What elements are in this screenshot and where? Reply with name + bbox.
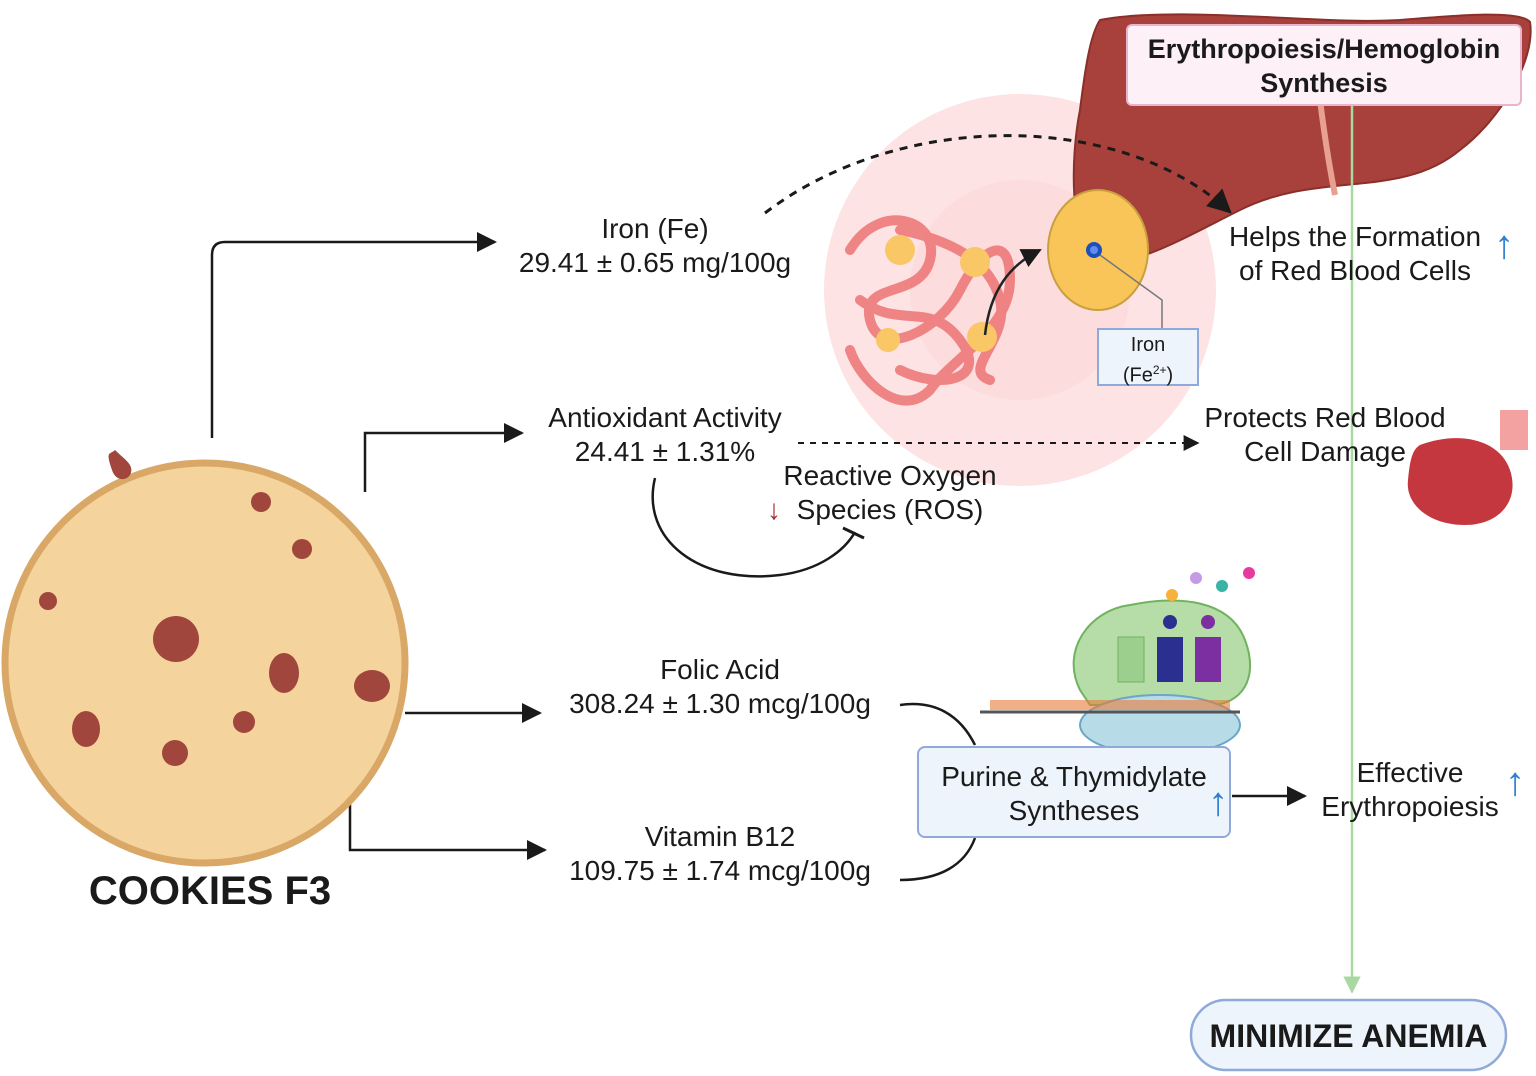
erythropoiesis-label: Effective Erythropoiesis [1300,756,1520,824]
inhibition-bar [842,526,865,540]
damaged-red-blood-cell-icon [1407,410,1528,525]
ros-label: Reactive Oxygen Species (ROS) [770,459,1010,527]
arrow-to-vitamin-b12 [348,800,547,860]
increase-arrow-icon: ↑ [1505,760,1525,804]
vitamin-b12-value: 109.75 ± 1.74 mcg/100g [569,855,871,886]
outcome-label: MINIMIZE ANEMIA [1209,1018,1488,1054]
increase-arrow-icon: ↑ [1494,223,1514,267]
vitamin-b12-label: Vitamin B12 109.75 ± 1.74 mcg/100g [540,820,900,888]
erythropoiesis-line2: Erythropoiesis [1321,791,1499,822]
purine-thymidylate-box: Purine & Thymidylate Syntheses [917,746,1231,838]
protects-label: Protects Red Blood Cell Damage [1180,401,1470,469]
erythropoiesis-line1: Effective [1356,757,1464,788]
iron-callout-line2: (Fe2+) [1122,363,1174,387]
b12-to-purine-curve [899,837,977,882]
vitamin-b12-name: Vitamin B12 [644,821,796,852]
protects-line1: Protects Red Blood [1204,402,1446,433]
folic-acid-value: 308.24 ± 1.30 mcg/100g [569,688,871,719]
heme-zoom-arrow [983,248,1042,336]
antioxidant-value: 24.41 ± 1.31% [574,436,756,467]
heme-disc-icon [1047,189,1149,311]
cookie-illustration [1,450,409,867]
iron-fe2-callout: Iron (Fe2+) [1097,328,1199,387]
hemoglobin-line1: Erythropoiesis/Hemoglobin [1147,34,1501,64]
arrow-to-antioxidant [363,423,524,492]
cookie-label: COOKIES F3 [88,869,332,913]
iron-value: 29.41 ± 0.65 mg/100g [518,247,792,278]
red-cell-formation-line2: of Red Blood Cells [1239,255,1471,286]
hemoglobin-line2: Synthesis [1260,68,1388,98]
increase-arrow-icon: ↑ [1208,780,1228,824]
hemoglobin-synthesis-box: Erythropoiesis/Hemoglobin Synthesis [1126,24,1522,106]
dashed-arrow-iron-to-formation [764,134,1232,215]
folic-acid-name: Folic Acid [660,654,780,685]
iron-label: Iron (Fe) 29.41 ± 0.65 mg/100g [480,212,830,280]
purine-line1: Purine & Thymidylate [941,761,1207,792]
hemoglobin-molecule-icon [845,215,1016,406]
antioxidant-label: Antioxidant Activity 24.41 ± 1.31% [515,401,815,469]
ros-line1: Reactive Oxygen [783,460,997,491]
red-cell-formation-label: Helps the Formation of Red Blood Cells [1205,220,1505,288]
folic-acid-label: Folic Acid 308.24 ± 1.30 mcg/100g [540,653,900,721]
purine-line2: Syntheses [1008,795,1140,826]
iron-callout-line1: Iron [1130,334,1166,356]
protects-line2: Cell Damage [1244,436,1406,467]
arrow-to-iron [210,232,497,438]
red-cell-formation-line1: Helps the Formation [1228,221,1482,252]
ribosome-translation-icon [980,567,1255,756]
iron-name: Iron (Fe) [601,213,709,244]
outcome-pill-bg [1189,998,1508,1072]
ros-line2: Species (ROS) [796,494,984,525]
iron-callout-line [1099,254,1163,330]
ros-inhibition-curve [651,477,857,578]
decrease-arrow-icon: ↓ [767,494,781,525]
antioxidant-name: Antioxidant Activity [548,402,782,433]
folic-to-purine-curve [899,702,977,746]
